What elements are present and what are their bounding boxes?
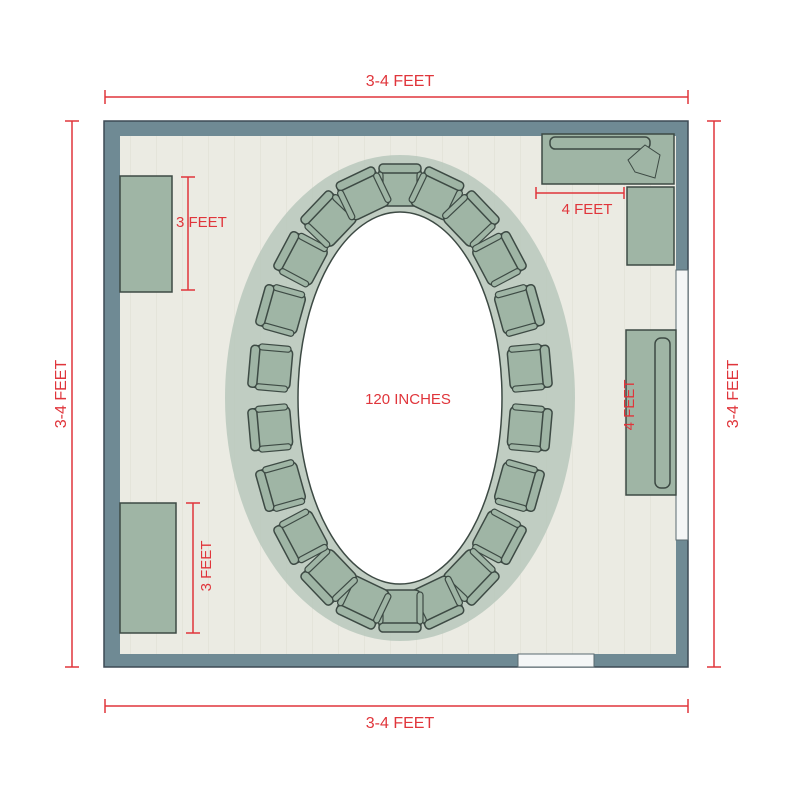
chair[interactable] bbox=[247, 403, 294, 454]
dimension-cabinet-bottom: 3 FEET bbox=[198, 541, 215, 592]
sectional-sofa[interactable] bbox=[541, 133, 675, 266]
dimension-bottom: 3-4 FEET bbox=[366, 715, 435, 732]
cabinet-top-left[interactable] bbox=[119, 175, 173, 293]
chair[interactable] bbox=[298, 546, 360, 608]
cabinet-bottom-left[interactable] bbox=[119, 502, 177, 634]
dimension-left: 3-4 FEET bbox=[53, 360, 70, 429]
door-bottom[interactable] bbox=[517, 653, 595, 668]
chair[interactable] bbox=[470, 229, 529, 289]
dimension-cabinet-top: 3 FEET bbox=[176, 214, 227, 231]
chair[interactable] bbox=[333, 165, 393, 223]
dimension-bench: 4 FEET bbox=[621, 380, 638, 431]
dimension-lines bbox=[65, 90, 721, 713]
table-label: 120 INCHES bbox=[365, 391, 451, 408]
chair[interactable] bbox=[440, 188, 502, 250]
chair[interactable] bbox=[493, 282, 546, 338]
chair[interactable] bbox=[272, 229, 331, 289]
conference-table[interactable] bbox=[297, 211, 503, 585]
chair[interactable] bbox=[272, 507, 331, 567]
dimension-right: 3-4 FEET bbox=[725, 360, 742, 429]
window-right[interactable] bbox=[675, 269, 689, 541]
chair[interactable] bbox=[493, 459, 546, 515]
chair[interactable] bbox=[506, 343, 553, 393]
chair[interactable] bbox=[254, 282, 307, 338]
chair[interactable] bbox=[470, 507, 529, 567]
chair[interactable] bbox=[506, 403, 553, 454]
dimension-sofa: 4 FEET bbox=[562, 201, 613, 218]
chair[interactable] bbox=[254, 459, 307, 515]
dimension-top: 3-4 FEET bbox=[366, 73, 435, 90]
chair[interactable] bbox=[247, 343, 294, 393]
cushion-icon bbox=[627, 144, 661, 179]
bench[interactable] bbox=[625, 329, 677, 496]
chairs bbox=[247, 163, 553, 633]
